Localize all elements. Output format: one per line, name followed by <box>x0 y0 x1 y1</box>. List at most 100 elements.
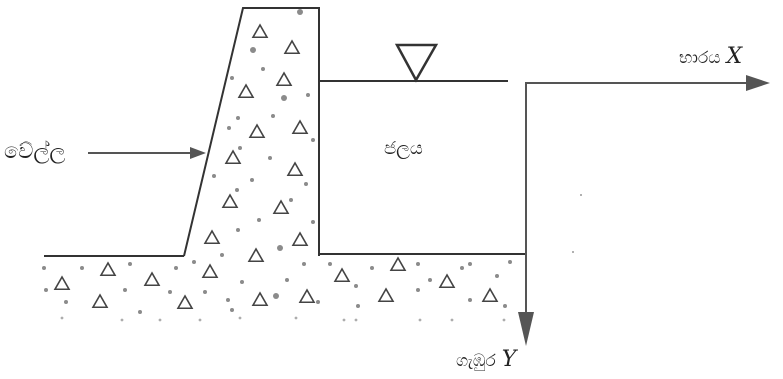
gravel-triangle <box>201 263 219 279</box>
water-label: ජලය <box>384 138 423 159</box>
depth-axis-text: ගැඹුර <box>456 351 496 371</box>
speck <box>580 194 582 196</box>
gravel-dot <box>294 316 298 320</box>
gravel-dot <box>257 218 261 222</box>
load-axis-arrowhead <box>746 75 770 91</box>
gravel-dot <box>212 174 216 178</box>
gravel-dot <box>226 298 230 302</box>
gravel-dot <box>60 316 64 320</box>
gravel-triangle <box>291 119 309 135</box>
gravel-dot <box>138 310 142 314</box>
gravel-triangle <box>272 199 290 215</box>
load-axis-line <box>525 82 752 313</box>
dam-wall-outline <box>183 7 320 257</box>
gravel-dot <box>158 318 162 322</box>
gravel-dot <box>44 288 48 292</box>
gravel-dot <box>80 266 84 270</box>
gravel-dot <box>192 260 196 264</box>
gravel-triangle <box>91 293 109 309</box>
gravel-triangle <box>333 267 351 283</box>
gravel-dot <box>495 274 499 278</box>
gravel-dot <box>64 300 68 304</box>
gravel-dot <box>203 290 207 294</box>
gravel-triangle <box>224 149 242 165</box>
gravel-dot <box>342 318 346 322</box>
gravel-texture <box>42 9 512 322</box>
gravel-dot <box>311 138 315 142</box>
gravel-dot <box>271 114 275 118</box>
gravel-dot <box>468 298 472 302</box>
gravel-dot <box>220 253 224 257</box>
gravel-dot <box>460 266 464 270</box>
water-level-icon <box>394 43 439 83</box>
gravel-dot <box>227 126 231 130</box>
gravel-dot <box>306 93 310 97</box>
gravel-triangle <box>176 294 194 310</box>
gravel-dot <box>302 262 306 266</box>
gravel-dot <box>450 318 454 322</box>
gravel-dot <box>503 304 507 308</box>
gravel-dot <box>354 318 358 322</box>
gravel-dot <box>230 308 234 312</box>
gravel-triangle <box>203 229 221 245</box>
gravel-dot <box>238 316 242 320</box>
depth-axis-symbol: Y <box>501 347 517 372</box>
gravel-dot <box>120 318 124 322</box>
gravel-dot <box>416 288 420 292</box>
gravel-dot <box>250 47 256 53</box>
gravel-dot <box>277 245 283 251</box>
gravel-dot <box>268 156 272 160</box>
gravel-dot <box>42 266 46 270</box>
gravel-dot <box>235 188 239 192</box>
gravel-dot <box>354 284 358 288</box>
gravel-dot <box>168 290 172 294</box>
gravel-triangle <box>99 261 117 277</box>
gravel-dot <box>198 318 202 322</box>
gravel-dot <box>250 178 254 182</box>
gravel-dot <box>418 318 422 322</box>
gravel-triangle <box>251 23 269 39</box>
gravel-triangle <box>291 231 309 247</box>
gravel-dot <box>356 304 360 308</box>
gravel-dot <box>240 280 244 284</box>
gravel-triangle <box>143 271 161 287</box>
wall-pointer-arrowhead <box>190 147 206 159</box>
gravel-triangle <box>283 39 301 55</box>
gravel-triangle <box>377 287 395 303</box>
gravel-dot <box>428 278 432 282</box>
gravel-dot <box>128 262 132 266</box>
gravel-dot <box>416 262 420 266</box>
gravel-dot <box>370 266 374 270</box>
gravel-dot <box>304 182 308 186</box>
speck <box>572 251 574 253</box>
gravel-dot <box>285 278 289 282</box>
gravel-dot <box>297 9 303 15</box>
gravel-dot <box>273 293 279 299</box>
gravel-dot <box>236 228 240 232</box>
gravel-dot <box>230 76 234 80</box>
gravel-triangle <box>221 193 239 209</box>
gravel-triangle <box>275 71 293 87</box>
gravel-dot <box>174 266 178 270</box>
depth-axis-arrowhead <box>518 312 534 346</box>
gravel-dot <box>328 262 332 266</box>
gravel-triangle <box>248 123 266 139</box>
gravel-dot <box>236 116 240 120</box>
gravel-triangle <box>389 256 407 272</box>
gravel-triangle <box>247 247 265 263</box>
gravel-triangle <box>286 161 304 177</box>
gravel-dot <box>238 146 242 150</box>
gravel-dot <box>123 288 127 292</box>
gravel-dot <box>508 260 512 264</box>
gravel-dot <box>281 95 287 101</box>
gravel-triangle <box>237 83 255 99</box>
gravel-dot <box>261 67 265 71</box>
gravel-dot <box>468 262 472 266</box>
gravel-triangle <box>251 291 269 307</box>
load-axis-text: භාරය <box>679 48 721 68</box>
gravel-dot <box>316 300 320 304</box>
gravel-triangle <box>438 273 456 289</box>
